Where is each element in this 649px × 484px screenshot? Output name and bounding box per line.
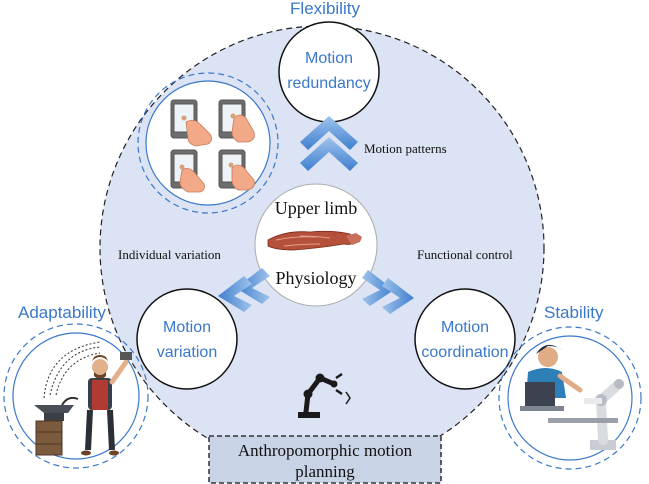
node-motion-coordination: Motion coordination [414, 288, 516, 390]
chevron-up-icon [300, 116, 358, 171]
svg-text:redundancy: redundancy [287, 75, 371, 92]
node-motion-redundancy: Motion redundancy [278, 21, 380, 123]
svg-text:coordination: coordination [421, 344, 508, 361]
motion-patterns-label: Motion patterns [364, 141, 447, 156]
node-motion-variation: Motion variation [136, 288, 238, 390]
svg-text:Upper limb: Upper limb [275, 198, 358, 218]
svg-text:planning: planning [295, 462, 355, 481]
svg-text:variation: variation [157, 344, 217, 361]
upper-limb-physiology-node: Upper limb Physiology [254, 183, 378, 307]
touchscreen-gesture-icon [137, 72, 279, 214]
anthropomorphic-motion-planning-box: Anthropomorphic motion planning [208, 435, 442, 484]
chevron-left-icon [218, 268, 270, 312]
svg-text:Motion: Motion [305, 50, 353, 67]
engineer-robot-icon [498, 326, 642, 470]
svg-text:Motion: Motion [163, 319, 211, 336]
svg-text:Physiology: Physiology [275, 268, 356, 288]
svg-text:Anthropomorphic motion: Anthropomorphic motion [238, 441, 413, 460]
blacksmith-icon [3, 323, 149, 469]
flexibility-label: Flexibility [290, 0, 360, 18]
chevron-right-icon [362, 270, 414, 314]
functional-control-label: Functional control [417, 247, 513, 262]
robot-arm-icon [298, 372, 351, 418]
muscle-arm-icon [267, 230, 362, 251]
individual-variation-label: Individual variation [118, 247, 221, 262]
stability-label: Stability [544, 303, 604, 322]
svg-text:Motion: Motion [441, 319, 489, 336]
adaptability-label: Adaptability [18, 303, 106, 322]
